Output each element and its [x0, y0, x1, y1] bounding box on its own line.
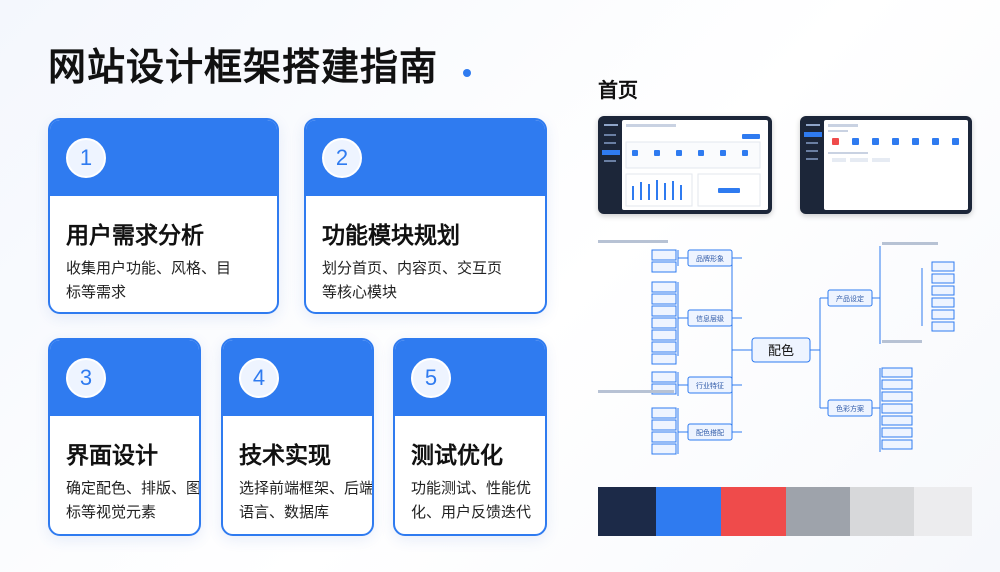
dashboard-preview	[625, 124, 761, 207]
palette-swatch-3	[721, 487, 786, 536]
mindmap-branch: 配色搭配	[696, 428, 724, 437]
step-card-1: 1 用户需求分析 收集用户功能、风格、目标等需求	[48, 118, 279, 314]
sidebar-preview	[804, 124, 822, 160]
step-card-3: 3 界面设计 确定配色、排版、图标等视觉元素	[48, 338, 201, 536]
card-header: 3	[50, 340, 199, 416]
palette-swatch-6	[914, 487, 972, 536]
card-header: 4	[223, 340, 372, 416]
homepage-screenshot-1	[598, 116, 772, 214]
mindmap-branch: 产品设定	[836, 294, 864, 303]
card-header: 1	[50, 120, 277, 196]
screenshot-content	[622, 120, 768, 210]
card-description: 收集用户功能、风格、目标等需求	[66, 259, 232, 301]
step-number-badge: 3	[66, 358, 106, 398]
card-title: 界面设计	[66, 443, 158, 469]
mindmap-center-label: 配色	[768, 343, 794, 359]
palette-swatch-4	[786, 487, 850, 536]
mindmap-branch: 信息层级	[696, 314, 724, 323]
color-mind-map: 配色 品牌形象 信息层级 行业特征 配色搭配 产品设定 色彩方案	[598, 240, 955, 455]
card-description: 选择前端框架、后端语言、数据库	[239, 479, 374, 521]
palette-swatch-2	[656, 487, 721, 536]
step-card-5: 5 测试优化 功能测试、性能优化、用户反馈迭代	[393, 338, 547, 536]
step-card-4: 4 技术实现 选择前端框架、后端语言、数据库	[221, 338, 374, 536]
card-header: 5	[395, 340, 545, 416]
screenshot-content	[824, 120, 968, 210]
sidebar-preview	[602, 124, 620, 162]
dashboard-preview	[828, 124, 959, 162]
mindmap-branch: 品牌形象	[696, 254, 724, 263]
step-number-badge: 1	[66, 138, 106, 178]
card-description: 确定配色、排版、图标等视觉元素	[66, 479, 201, 521]
card-title: 测试优化	[411, 443, 503, 469]
step-number-badge: 4	[239, 358, 279, 398]
card-title: 用户需求分析	[66, 223, 204, 249]
palette-swatch-1	[598, 487, 656, 536]
step-number-badge: 5	[411, 358, 451, 398]
title-dot	[463, 69, 471, 77]
mindmap-branch: 行业特征	[696, 381, 724, 390]
homepage-screenshot-2	[800, 116, 972, 214]
card-description: 功能测试、性能优化、用户反馈迭代	[411, 479, 532, 521]
card-title: 技术实现	[239, 443, 331, 469]
step-card-2: 2 功能模块规划 划分首页、内容页、交互页等核心模块	[304, 118, 547, 314]
step-number-badge: 2	[322, 138, 362, 178]
card-description: 划分首页、内容页、交互页等核心模块	[322, 259, 503, 301]
mindmap-branch: 色彩方案	[836, 404, 864, 413]
homepage-label: 首页	[598, 78, 638, 102]
card-title: 功能模块规划	[322, 223, 460, 249]
palette-swatch-5	[850, 487, 914, 536]
card-header: 2	[306, 120, 545, 196]
page-title: 网站设计框架搭建指南	[48, 45, 439, 89]
